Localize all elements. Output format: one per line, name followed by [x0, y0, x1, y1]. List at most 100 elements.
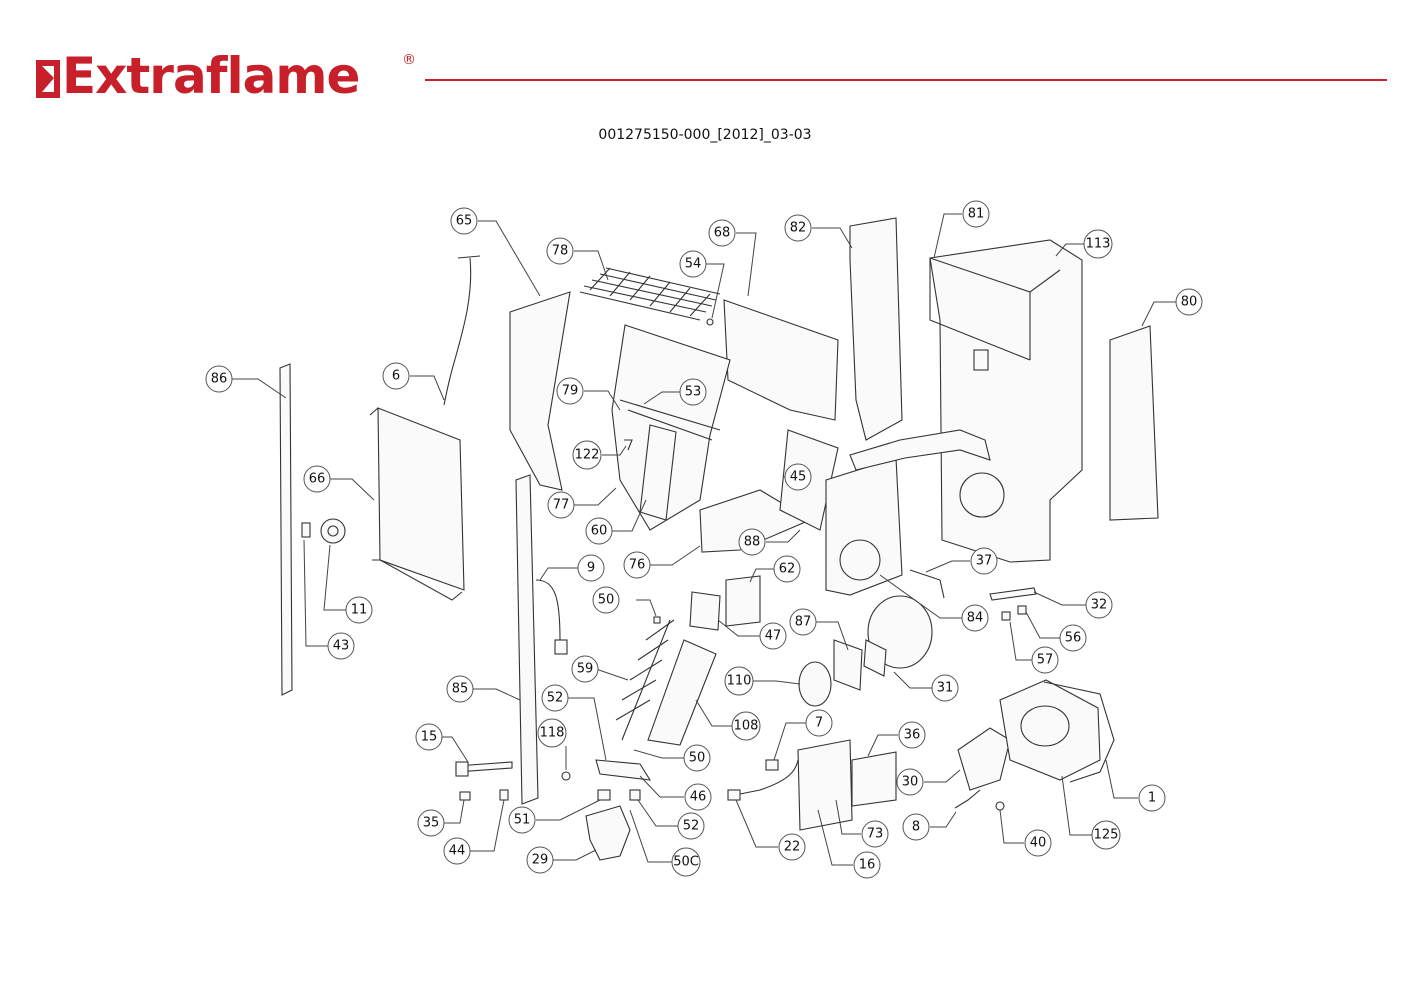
callout-73: 73	[861, 820, 889, 848]
callout-52-label: 52	[547, 691, 564, 706]
callout-81-label: 81	[968, 207, 985, 222]
part-45-pipe	[849, 429, 991, 471]
callout-79-label: 79	[562, 384, 579, 399]
callout-6: 6	[382, 362, 410, 390]
callout-68: 68	[708, 219, 736, 247]
part-62-bracket	[725, 575, 761, 627]
part-66-panel	[377, 407, 465, 591]
header-rule	[425, 79, 1387, 81]
part-108-tube	[647, 639, 717, 746]
part-122	[624, 439, 633, 451]
part-59-auger	[615, 619, 675, 741]
callout-45: 45	[784, 463, 812, 491]
callout-62-label: 62	[779, 562, 796, 577]
callout-47: 47	[759, 622, 787, 650]
part-44	[499, 789, 509, 801]
callout-44-label: 44	[449, 844, 466, 859]
part-68-panel	[723, 299, 839, 421]
part-110-ring	[798, 661, 832, 707]
callout-32: 32	[1085, 591, 1113, 619]
callout-15: 15	[415, 723, 443, 751]
callout-37-label: 37	[976, 554, 993, 569]
callout-43: 43	[327, 632, 355, 660]
callout-60: 60	[585, 517, 613, 545]
callout-30-label: 30	[902, 775, 919, 790]
callout-30: 30	[896, 768, 924, 796]
part-51	[597, 789, 611, 801]
part-32	[989, 587, 1037, 601]
callout-50-label: 50	[598, 593, 615, 608]
callout-15-label: 15	[421, 730, 438, 745]
callout-82-label: 82	[790, 221, 807, 236]
callout-31: 31	[931, 674, 959, 702]
callout-125: 125	[1091, 820, 1121, 850]
callout-77: 77	[547, 491, 575, 519]
callout-16-label: 16	[859, 858, 876, 873]
part-46	[595, 759, 652, 781]
part-65-side-panel	[509, 291, 571, 491]
callout-50: 50	[592, 586, 620, 614]
callout-87: 87	[789, 608, 817, 636]
callout-82: 82	[784, 214, 812, 242]
callout-65-label: 65	[456, 214, 473, 229]
callout-122-label: 122	[575, 448, 600, 463]
part-43	[301, 522, 311, 538]
callout-40-label: 40	[1030, 836, 1047, 851]
part-1-gasket	[1043, 681, 1115, 783]
header: Extraflame ®	[0, 0, 1410, 120]
callout-29: 29	[526, 846, 554, 874]
part-54-screw	[706, 318, 714, 326]
callout-8-label: 8	[912, 820, 920, 835]
callout-53-label: 53	[685, 385, 702, 400]
callout-84-label: 84	[967, 611, 984, 626]
callout-76-label: 76	[629, 558, 646, 573]
callout-73-label: 73	[867, 827, 884, 842]
callout-113-label: 113	[1086, 237, 1111, 252]
callout-80-label: 80	[1181, 295, 1198, 310]
part-9-cable	[535, 579, 561, 641]
callout-1-label: 1	[1148, 791, 1156, 806]
part-29-motor	[585, 805, 631, 861]
callout-36: 36	[898, 721, 926, 749]
part-47-bracket	[689, 591, 721, 631]
callout-66-label: 66	[309, 472, 326, 487]
callout-50-b-label: 50	[689, 751, 706, 766]
callout-7: 7	[805, 709, 833, 737]
part-87-plate	[833, 639, 863, 691]
callout-29-label: 29	[532, 853, 549, 868]
part-85-rail	[515, 474, 539, 805]
callout-54: 54	[679, 250, 707, 278]
callout-85: 85	[446, 675, 474, 703]
callout-56-label: 56	[1065, 631, 1082, 646]
part-57	[1001, 611, 1011, 621]
callout-66: 66	[303, 465, 331, 493]
extraflame-logo-icon	[36, 60, 60, 98]
callout-46: 46	[684, 783, 712, 811]
part-79-hopper	[611, 324, 731, 531]
callout-88-label: 88	[744, 535, 761, 550]
callout-44: 44	[443, 837, 471, 865]
callout-110-label: 110	[727, 674, 752, 689]
document-code: 001275150-000_[2012]_03-03	[598, 127, 812, 143]
callout-50c: 50C	[671, 847, 701, 877]
callout-43-label: 43	[333, 639, 350, 654]
callout-77-label: 77	[553, 498, 570, 513]
callout-59-label: 59	[577, 662, 594, 677]
callout-51-label: 51	[514, 813, 531, 828]
leader-lines	[232, 213, 1176, 866]
callout-108-label: 108	[734, 719, 759, 734]
callout-36-label: 36	[904, 728, 921, 743]
callout-56: 56	[1059, 624, 1087, 652]
callout-22: 22	[778, 833, 806, 861]
callout-86-label: 86	[211, 372, 228, 387]
part-37	[909, 569, 945, 599]
callout-57: 57	[1031, 646, 1059, 674]
part-50	[653, 616, 661, 624]
callout-8: 8	[902, 813, 930, 841]
callout-125-label: 125	[1094, 828, 1119, 843]
callout-76: 76	[623, 551, 651, 579]
callout-9-label: 9	[587, 561, 595, 576]
part-drawings	[279, 217, 1159, 861]
part-86-strip	[279, 363, 293, 696]
